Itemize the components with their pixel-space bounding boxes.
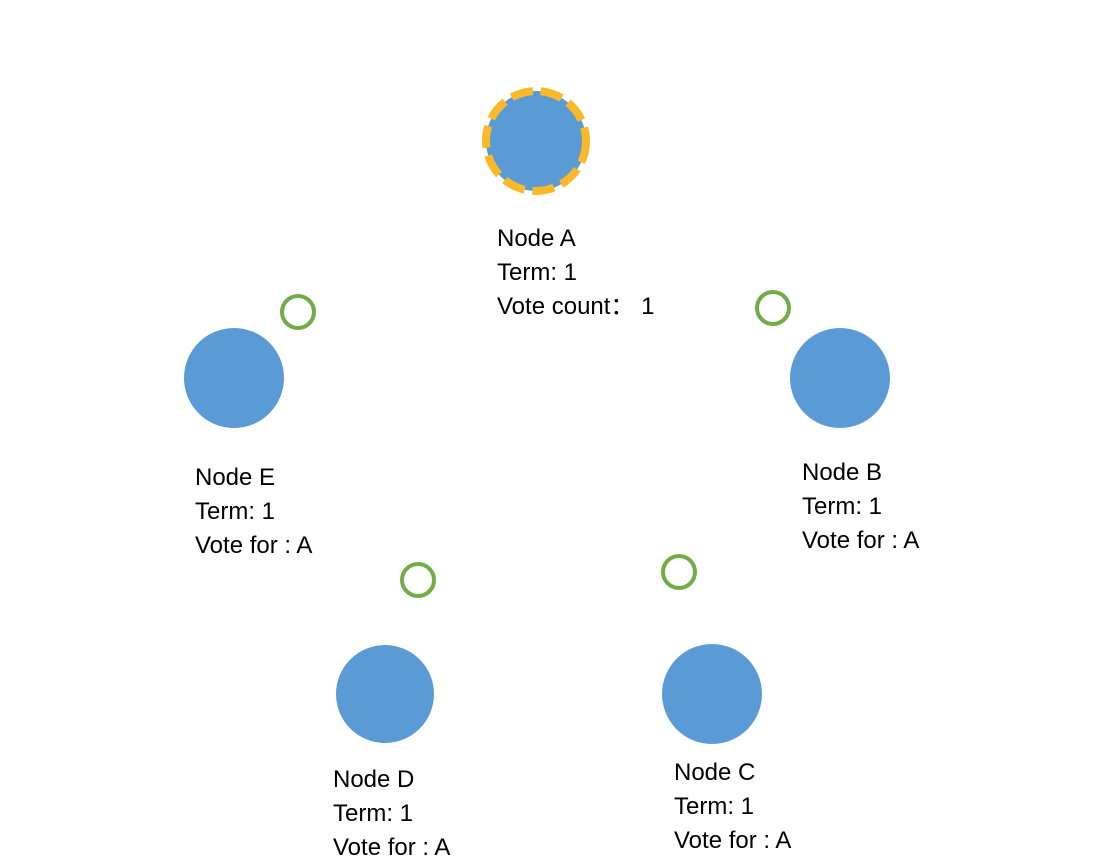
node-d-vote-for: Vote for : A [333, 834, 451, 861]
node-c-term: Term: 1 [674, 793, 755, 820]
vote-message-from-d [400, 562, 436, 598]
node-e-name: Node E [195, 464, 276, 491]
node-a-vote-count: Vote count： 1 [497, 293, 655, 320]
node-b-circle [790, 328, 890, 428]
vote-message-from-b [755, 290, 791, 326]
node-e-term: Term: 1 [195, 498, 276, 525]
node-b-term: Term: 1 [802, 493, 883, 520]
node-c-circle [662, 644, 762, 744]
node-c-label: Node C Term: 1 Vote for : A [674, 756, 791, 858]
node-e-vote-for: Vote for : A [195, 532, 313, 559]
node-d-term: Term: 1 [333, 800, 414, 827]
node-a-term: Term: 1 [497, 259, 578, 286]
node-b-name: Node B [802, 459, 883, 486]
node-b-vote-for: Vote for : A [802, 527, 920, 554]
node-e-label: Node E Term: 1 Vote for : A [195, 461, 312, 563]
node-c-name: Node C [674, 759, 756, 786]
node-a-circle [486, 91, 586, 191]
node-a-candidate-ring [482, 87, 590, 195]
node-e-circle [184, 328, 284, 428]
vote-message-from-e [280, 294, 316, 330]
vote-message-from-c [661, 554, 697, 590]
node-c-vote-for: Vote for : A [674, 827, 792, 854]
node-d-circle [336, 645, 434, 743]
node-d-label: Node D Term: 1 Vote for : A [333, 763, 450, 865]
node-d-name: Node D [333, 766, 415, 793]
node-a-label: Node A Term: 1 Vote count： 1 [497, 222, 654, 324]
node-b-label: Node B Term: 1 Vote for : A [802, 456, 919, 558]
node-a-name: Node A [497, 225, 576, 252]
